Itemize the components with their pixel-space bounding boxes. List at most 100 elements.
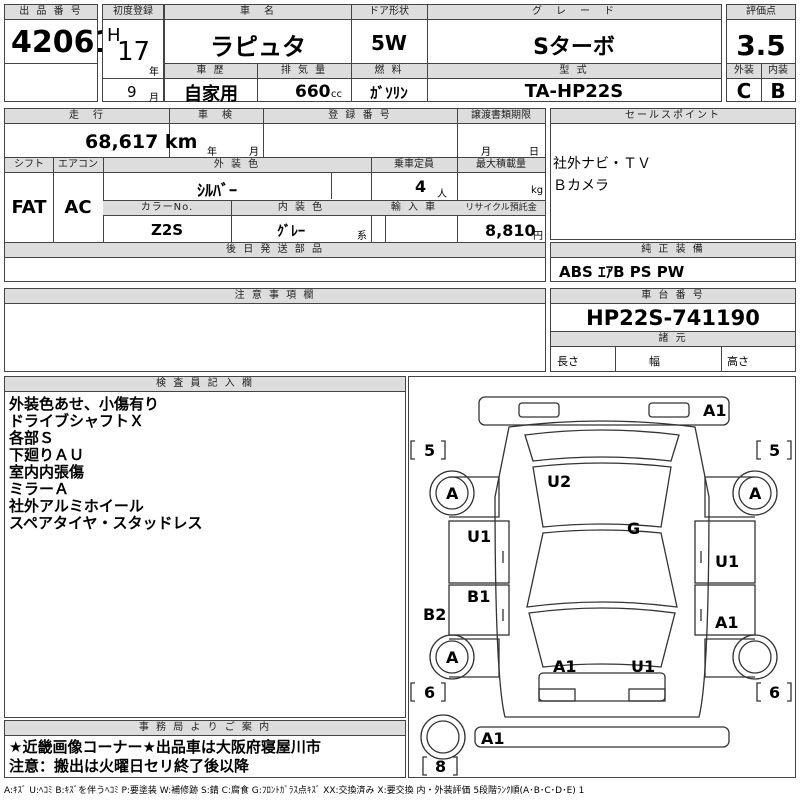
- load-unit: kg: [531, 185, 544, 196]
- chassis-label: 車 台 番 号: [551, 289, 795, 304]
- color-number: Z2S: [150, 221, 184, 239]
- vehicle-history: 自家用: [184, 84, 238, 105]
- length-label: 長さ: [557, 355, 579, 368]
- exterior-grade: C: [736, 79, 752, 103]
- fuel-label: 燃 料: [351, 64, 427, 79]
- model-label: 型 式: [427, 64, 721, 79]
- damage-mark-bracket-6-left: 6: [424, 683, 436, 702]
- office-label: 事 務 局 よ り ご 案 内: [5, 721, 405, 736]
- inspector-box: 検 査 員 記 入 欄 外装色あせ、小傷有り ドライブシャフトＸ 各部Ｓ 下廻り…: [4, 376, 406, 718]
- office-line-1: ★近畿画像コーナー★出品車は大阪府寝屋川市: [9, 738, 321, 756]
- interior-color-suffix: 系: [357, 231, 367, 242]
- grade-label: グ レ ー ド: [427, 5, 721, 20]
- mileage-label: 走 行: [5, 109, 169, 124]
- damage-mark-tire-rl: A: [446, 484, 459, 503]
- registration-number-label: 登 録 番 号: [263, 109, 457, 124]
- interior-color-label: 内 装 色: [231, 201, 371, 216]
- inspector-note: 下廻りＡＵ: [9, 446, 85, 464]
- recycle-fee: 8,810: [485, 221, 536, 240]
- door-type: 5W: [371, 31, 407, 55]
- registration-year: 17: [117, 37, 151, 67]
- width-label: 幅: [649, 355, 660, 368]
- damage-mark-tire-fl: A: [446, 648, 459, 667]
- specs-label: 諸 元: [551, 331, 795, 347]
- transfer-doc-label: 譲渡書類期限: [457, 109, 545, 124]
- damage-mark-tire-rr: A: [749, 484, 762, 503]
- year-unit: 年: [149, 67, 159, 78]
- vehicle-info-box: 車 名 ドア形状 グ レ ー ド ラピュタ 5W Sターボ 車 歴 排 気 量 …: [164, 4, 722, 105]
- inspection-month-unit: 月: [249, 147, 259, 158]
- details-box: 走 行 車 検 登 録 番 号 譲渡書類期限 68,617 km 年 月 月 日…: [4, 108, 546, 282]
- model-code: TA-HP22S: [524, 81, 624, 102]
- car-diagram: [410, 396, 792, 776]
- legend: A:ｷｽﾞ U:ﾍｺﾐ B:ｷｽﾞを伴うﾍｺﾐ P:要塗装 W:補修跡 S:錆 …: [4, 786, 585, 796]
- lot-number-label: 出 品 番 号: [5, 5, 97, 20]
- fuel-type: ｶﾞｿﾘﾝ: [370, 84, 408, 102]
- month-unit: 月: [149, 93, 159, 104]
- height-label: 高さ: [727, 355, 749, 368]
- capacity-label: 乗車定員: [371, 158, 457, 173]
- damage-mark-door-rear-left: U1: [467, 527, 492, 546]
- lot-number: 42061: [11, 25, 116, 60]
- damage-mark-bracket-5-left: 5: [424, 441, 436, 460]
- overall-score: 3.5: [736, 29, 786, 62]
- sales-point-line-1: 社外ナビ・ＴＶ: [553, 156, 651, 172]
- damage-mark-glass: G: [627, 519, 641, 538]
- displacement-label: 排 気 量: [257, 64, 351, 79]
- displacement-unit: cc: [331, 89, 342, 100]
- damage-mark-bracket-8: 8: [435, 757, 447, 776]
- registration-month: 9: [127, 83, 137, 101]
- aircon-label: エアコン: [53, 158, 103, 173]
- mileage: 68,617 km: [85, 131, 198, 153]
- exterior-grade-label: 外装: [727, 64, 761, 79]
- transfer-month-unit: 月: [481, 147, 491, 158]
- shift-label: シフト: [5, 158, 53, 173]
- damage-mark-sill-left: B2: [423, 605, 447, 624]
- lot-number-box: 出 品 番 号 42061: [4, 4, 115, 102]
- recycle-unit: 円: [533, 231, 543, 242]
- inspector-note: ドライブシャフトＸ: [9, 412, 145, 430]
- score-label: 評価点: [727, 5, 795, 20]
- damage-mark-rear-right: A1: [703, 401, 727, 420]
- inspection-label: 車 検: [169, 109, 263, 124]
- office-line-2: 注意：搬出は火曜日セリ終了後以降: [9, 757, 250, 775]
- capacity: 4: [415, 177, 427, 196]
- inspector-note: 室内内張傷: [9, 463, 85, 481]
- car-name-label: 車 名: [165, 5, 351, 20]
- inspector-notes: 外装色あせ、小傷有り ドライブシャフトＸ 各部Ｓ 下廻りＡＵ 室内内張傷 ミラー…: [9, 396, 203, 532]
- displacement: 660: [295, 82, 331, 102]
- recycle-label: リサイクル預託金: [457, 201, 545, 216]
- damage-mark-door-front-right: A1: [715, 613, 739, 632]
- interior-grade: B: [770, 79, 786, 103]
- capacity-unit: 人: [437, 189, 447, 200]
- later-parts-label: 後 日 発 送 部 品: [5, 243, 545, 258]
- interior-color: ｸﾞﾚｰ: [277, 224, 305, 240]
- damage-mark-bumper-right: U1: [631, 657, 656, 676]
- color-number-label: カラーNo.: [103, 201, 231, 216]
- first-registration-box: 初度登録 H 17 年 9 月: [102, 4, 164, 104]
- inspector-note: 各部Ｓ: [9, 429, 55, 447]
- shift-type: FAT: [11, 197, 47, 218]
- equipment-value: ABS ｴｱB PS PW: [559, 263, 685, 281]
- inspector-note: 外装色あせ、小傷有り: [9, 395, 160, 413]
- sales-point-line-2: Ｂカメラ: [553, 178, 609, 194]
- inspector-note: スペアタイヤ・スタッドレス: [9, 514, 203, 532]
- sales-point-box: セールスポイント 社外ナビ・ＴＶ Ｂカメラ: [550, 108, 796, 240]
- aircon: AC: [64, 197, 92, 218]
- import-label: 輸 入 車: [371, 201, 457, 216]
- caution-label: 注 意 事 項 欄: [5, 289, 545, 304]
- damage-mark-front-left: A1: [481, 729, 505, 748]
- exterior-color-label: 外 装 色: [103, 158, 371, 173]
- car-name: ラピュタ: [210, 33, 306, 61]
- office-box: 事 務 局 よ り ご 案 内 ★近畿画像コーナー★出品車は大阪府寝屋川市 注意…: [4, 720, 406, 778]
- max-load-label: 最大積載量: [457, 158, 545, 173]
- damage-mark-door-front-left: B1: [467, 587, 491, 606]
- exterior-color: ｼﾙﾊﾞｰ: [196, 181, 237, 200]
- damage-mark-bracket-6-right: 6: [769, 683, 781, 702]
- chassis-box: 車 台 番 号 HP22S-741190 諸 元 長さ 幅 高さ: [550, 288, 796, 372]
- inspector-label: 検 査 員 記 入 欄: [5, 377, 405, 392]
- caution-box: 注 意 事 項 欄: [4, 288, 546, 372]
- door-label: ドア形状: [351, 5, 427, 20]
- equipment-label: 純 正 装 備: [551, 243, 795, 258]
